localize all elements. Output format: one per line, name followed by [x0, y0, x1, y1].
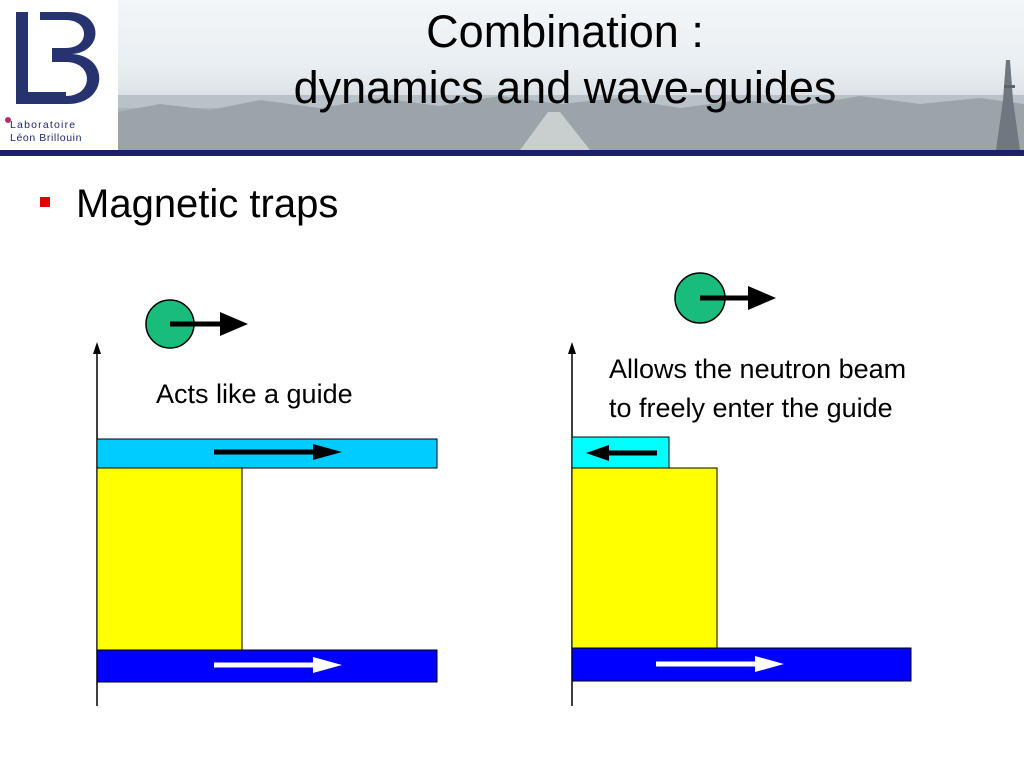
header-rule: [0, 150, 1024, 156]
slide-title-line1: Combination :: [426, 6, 704, 57]
caption-left: Acts like a guide: [156, 379, 353, 409]
bullet-square-icon: [40, 197, 50, 207]
neutron-arrow-right-head: [748, 286, 776, 310]
upper-arrow-left-head: [586, 445, 609, 461]
neutron-arrow-right-head: [220, 312, 248, 336]
neutron-left: [145, 299, 248, 349]
upper-arrow-right-head: [313, 444, 342, 460]
caption-right-line1: Allows the neutron beam: [609, 354, 907, 384]
slide-title: Combination : dynamics and wave-guides: [150, 4, 980, 116]
coil-left: [96, 467, 243, 651]
llb-logo-mark: [16, 12, 100, 104]
lower-arrow-right-head: [755, 656, 784, 672]
caption-right-line2: to freely enter the guide: [609, 393, 893, 423]
slide-header: Laboratoire Léon Brillouin Combination :…: [0, 0, 1024, 150]
logo-text-line2: Léon Brillouin: [10, 132, 83, 144]
logo: Laboratoire Léon Brillouin: [0, 0, 118, 150]
lower-arrow-right-head: [313, 657, 342, 673]
diagram-left: [93, 299, 438, 706]
neutron-right: [674, 272, 776, 324]
diagram-right: [568, 272, 912, 706]
logo-text-line1: Laboratoire: [10, 119, 77, 131]
slide-title-line2: dynamics and wave-guides: [293, 62, 837, 113]
caption-right: Allows the neutron beam to freely enter …: [609, 350, 906, 428]
paris-skyline-banner: [0, 60, 1024, 150]
bullet-text: Magnetic traps: [76, 182, 339, 226]
logo-dot: [5, 117, 11, 123]
coil-right: [571, 467, 718, 649]
